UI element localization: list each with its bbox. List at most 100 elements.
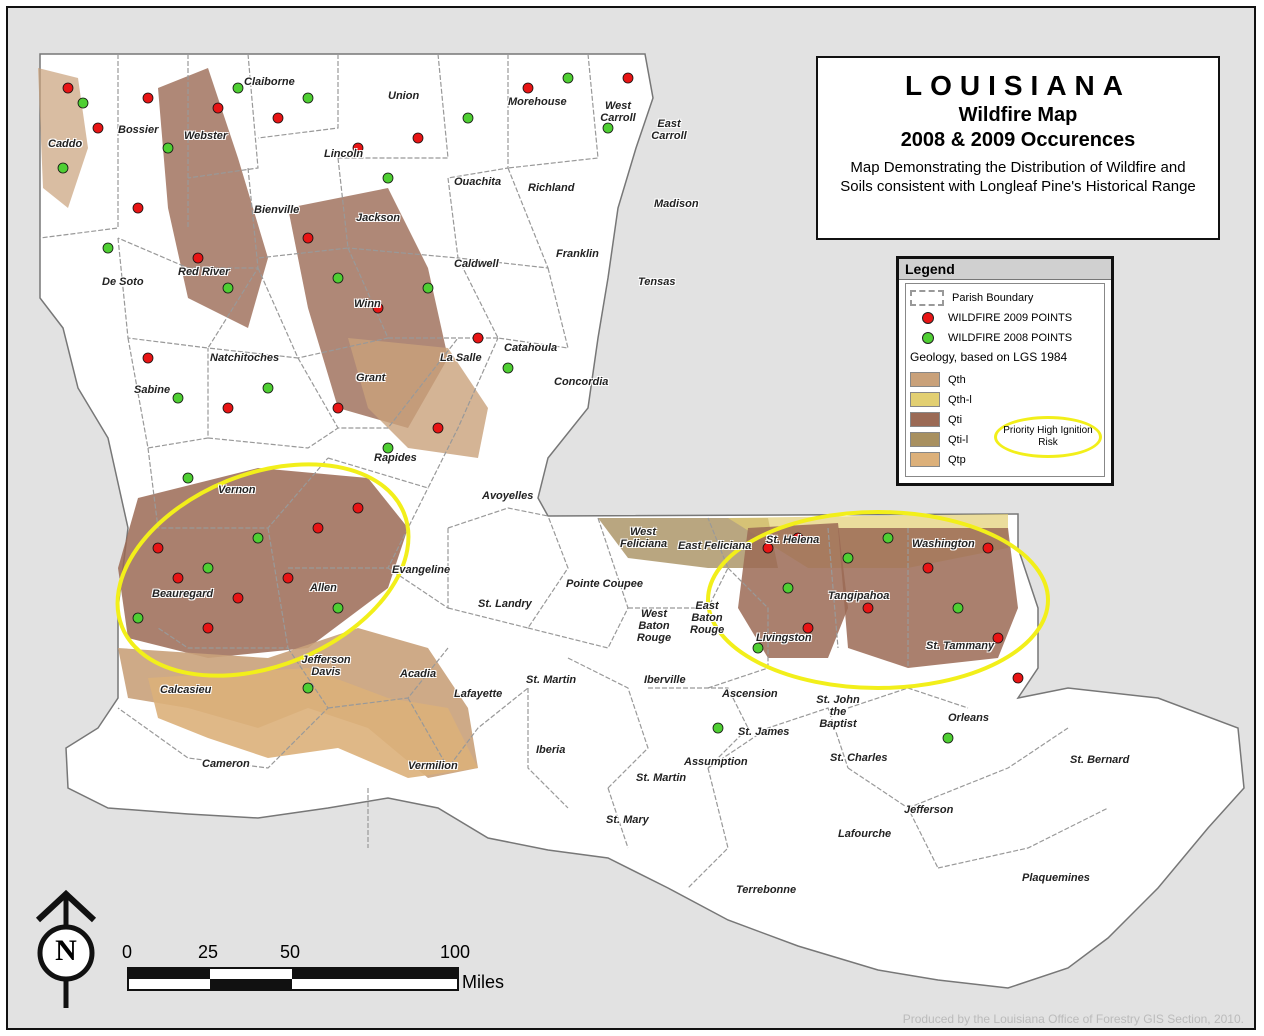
map-years: 2008 & 2009 Occurences — [900, 129, 1136, 151]
parish-label: Franklin — [556, 248, 599, 260]
parish-label: Bossier — [118, 124, 159, 136]
parish-label: Natchitoches — [210, 352, 280, 364]
parish-label: Vernon — [218, 484, 256, 496]
parish-label: Jefferson Davis — [301, 654, 351, 678]
wildfire-2008-point — [302, 92, 314, 104]
wildfire-2008-point — [752, 642, 764, 654]
wildfire-2009-point — [302, 232, 314, 244]
parish-label: Calcasieu — [160, 684, 212, 696]
geology-swatch — [910, 372, 940, 387]
wildfire-2009-point — [982, 542, 994, 554]
parish-label: La Salle — [440, 352, 482, 364]
wildfire-2008-point — [952, 602, 964, 614]
parish-label: Allen — [310, 582, 337, 594]
wildfire-2009-point — [212, 102, 224, 114]
scale-tick-100: 100 — [440, 942, 471, 962]
wildfire-2009-point — [922, 562, 934, 574]
legend-geology-qti: Qti — [910, 412, 962, 427]
map-frame: Caddo Bossier Webster Claiborne Union Mo… — [6, 6, 1256, 1030]
wildfire-2008-point — [382, 172, 394, 184]
parish-label: Caldwell — [454, 258, 499, 270]
parish-label: East Baton Rouge — [690, 600, 725, 636]
wildfire-2009-point — [222, 402, 234, 414]
wildfire-2009-point — [192, 252, 204, 264]
parish-label: Madison — [654, 198, 699, 210]
wildfire-2008-point — [332, 272, 344, 284]
wildfire-2009-point — [792, 532, 804, 544]
wildfire-2009-point — [472, 332, 484, 344]
map-description: Map Demonstrating the Distribution of Wi… — [840, 159, 1196, 195]
legend-heading: Legend — [899, 259, 1111, 280]
parish-label: St. Mary — [606, 814, 649, 826]
north-letter: N — [55, 934, 77, 967]
geology-swatch — [910, 452, 940, 467]
wildfire-2008-point — [782, 582, 794, 594]
parish-label: Sabine — [134, 384, 171, 396]
parish-label: St. Martin — [636, 772, 687, 784]
parish-label: West Feliciana — [620, 526, 668, 550]
wildfire-2009-point — [352, 502, 364, 514]
parish-label: Lafourche — [838, 828, 892, 840]
legend-wildfire-2008: WILDFIRE 2008 POINTS — [910, 332, 1072, 344]
parish-label: Jefferson — [904, 804, 954, 816]
parish-label: Acadia — [400, 668, 437, 680]
parish-label: Union — [388, 90, 420, 102]
wildfire-2009-point — [1012, 672, 1024, 684]
wildfire-2008-point — [332, 602, 344, 614]
wildfire-2009-point — [522, 82, 534, 94]
wildfire-2009-point — [142, 352, 154, 364]
scale-tick-25: 25 — [198, 942, 219, 962]
legend-wildfire-2009: WILDFIRE 2009 POINTS — [910, 312, 1072, 324]
geology-swatch — [910, 432, 940, 447]
parish-label: Iberville — [644, 674, 686, 686]
wildfire-2009-point — [432, 422, 444, 434]
wildfire-2009-point — [152, 542, 164, 554]
wildfire-2009-point — [332, 402, 344, 414]
legend-label: Qtp — [948, 453, 966, 466]
parish-label: St. James — [738, 726, 790, 738]
wildfire-2008-point — [162, 142, 174, 154]
parish-label: De Soto — [102, 276, 144, 288]
legend-geology-heading: Geology, based on LGS 1984 — [910, 350, 1068, 364]
legend-geology-qti-l: Qti-l — [910, 432, 968, 447]
wildfire-2008-point — [202, 562, 214, 574]
parish-label: Orleans — [948, 712, 989, 724]
priority-risk-ring-west — [115, 462, 411, 678]
wildfire-2009-point — [862, 602, 874, 614]
legend-label: Qth — [948, 373, 966, 386]
parish-label: Washington — [912, 538, 975, 550]
parish-label: Concordia — [554, 376, 609, 388]
wildfire-2009-point — [372, 302, 384, 314]
parish-label: East Feliciana — [678, 540, 752, 552]
parish-label: Evangeline — [392, 564, 451, 576]
scale-unit: Miles — [462, 972, 505, 992]
parish-label: Red River — [178, 266, 230, 278]
scale-bar — [127, 967, 459, 991]
wildfire-2008-point — [102, 242, 114, 254]
wildfire-2008-point — [602, 122, 614, 134]
wildfire-2009-point — [202, 622, 214, 634]
wildfire-2009-point — [622, 72, 634, 84]
wildfire-2009-point — [232, 592, 244, 604]
parish-label: Grant — [356, 372, 386, 384]
legend-label: WILDFIRE 2008 POINTS — [948, 332, 1073, 344]
scale-tick-0: 0 — [122, 942, 133, 962]
parish-label: Webster — [184, 130, 228, 142]
parish-label: Tensas — [638, 276, 676, 288]
parish-label: Lincoln — [324, 148, 364, 160]
parish-label: Iberia — [536, 744, 566, 756]
parish-label: Catahoula — [504, 342, 558, 354]
wildfire-2008-point — [182, 472, 194, 484]
wildfire-2009-point — [172, 572, 184, 584]
legend-body: Parish Boundary WILDFIRE 2009 POINTS WIL… — [905, 283, 1105, 477]
priority-risk-ring-east — [706, 510, 1050, 690]
parish-label: Lafayette — [454, 688, 503, 700]
parish-label: St. Tammany — [926, 640, 995, 652]
wildfire-2008-point — [232, 82, 244, 94]
legend: Legend Parish Boundary WILDFIRE 2009 POI… — [896, 256, 1114, 486]
parish-label: West Baton Rouge — [636, 608, 672, 644]
parish-label: Ascension — [722, 688, 778, 700]
scale-tick-50: 50 — [280, 942, 301, 962]
wildfire-2008-point — [882, 532, 894, 544]
geology-swatch — [910, 412, 940, 427]
